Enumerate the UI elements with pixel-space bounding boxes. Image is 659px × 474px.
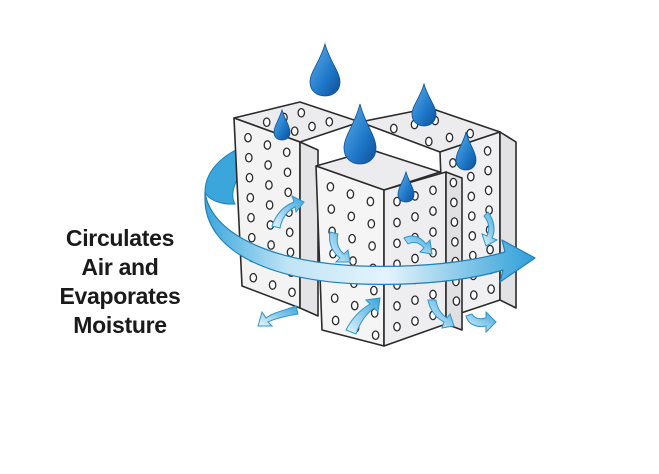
perforation-hole [483, 146, 492, 156]
perforation-hole [284, 187, 293, 198]
perforation-hole [245, 172, 254, 183]
perforation-hole [411, 253, 419, 264]
airflow-arrow-icon [403, 235, 433, 255]
perforation-hole [450, 217, 459, 227]
perforation-hole [445, 132, 454, 143]
perforation-hole [411, 316, 419, 326]
airflow-arrow-icon [271, 195, 305, 229]
perforation-hole [487, 284, 495, 294]
perforation-hole [265, 180, 273, 190]
perforation-hole [467, 211, 476, 221]
perforation-hole [346, 189, 355, 199]
perforation-hole [308, 121, 316, 132]
airflow-arrow-icon [481, 211, 499, 247]
perforation-hole [283, 167, 292, 178]
caption-line-4: Moisture [73, 312, 167, 338]
perforation-hole [449, 158, 457, 168]
perforation-hole [389, 123, 398, 134]
perforation-hole [327, 204, 336, 214]
perforation-hole [267, 240, 275, 250]
perforation-hole [286, 247, 295, 258]
perforation-hole [469, 290, 478, 300]
perforation-hole [285, 227, 294, 238]
perforation-hole [393, 321, 401, 332]
perforation-hole [264, 160, 272, 170]
perforation-hole [330, 293, 339, 304]
perforation-hole [331, 315, 340, 326]
perforation-hole [450, 197, 458, 208]
airflow-arrow-icon [427, 299, 455, 329]
perforation-hole [393, 301, 401, 311]
perforation-hole [411, 295, 419, 306]
perforation-hole [429, 289, 437, 300]
perforation-hole [244, 132, 252, 143]
perforation-hole [288, 287, 296, 298]
perforation-hole [262, 117, 271, 128]
perforation-hole [290, 126, 299, 137]
perforation-hole [349, 256, 357, 266]
perforation-hole [366, 196, 375, 207]
airflow-arrow-icon [465, 310, 497, 334]
perforation-hole [268, 280, 277, 290]
perforation-hole [263, 140, 272, 150]
perforation-hole [249, 272, 258, 283]
perforation-hole [484, 185, 493, 196]
perforation-hole [467, 191, 476, 202]
caption-line-2: Air and [81, 254, 159, 280]
perforation-hole [247, 232, 256, 243]
perforation-hole [246, 192, 255, 203]
water-drop-icon [411, 82, 437, 127]
water-drop-icon [309, 42, 341, 97]
perforation-hole [371, 330, 380, 341]
water-drop-icon [273, 108, 291, 141]
perforation-hole [244, 152, 253, 163]
perforation-hole [393, 196, 401, 207]
perforation-hole [451, 237, 459, 247]
perforation-hole [325, 116, 334, 127]
caption-line-1: Circulates [65, 225, 175, 251]
water-drop-icon [455, 131, 477, 171]
perforation-hole [370, 285, 378, 296]
perforation-hole [466, 128, 475, 139]
airflow-arrows [257, 195, 499, 335]
perforation-hole [368, 241, 376, 251]
perforation-hole [297, 107, 306, 118]
perforation-hole [429, 227, 437, 237]
perforation-hole [247, 212, 255, 223]
perforation-hole [466, 171, 475, 182]
perforation-hole [326, 181, 335, 192]
perforation-hole [393, 217, 401, 228]
caption: Circulates Air and Evaporates Moisture [40, 224, 200, 340]
perforation-hole [424, 136, 433, 147]
perforation-hole [429, 206, 437, 216]
circulation-arrow [204, 191, 536, 285]
water-drop-icon [343, 103, 377, 165]
perforation-hole [449, 177, 458, 188]
perforation-hole [348, 233, 356, 244]
perforation-hole [282, 147, 291, 158]
perforation-hole [393, 238, 401, 249]
water-drops [273, 42, 477, 203]
perforation-hole [484, 165, 492, 176]
airflow-arrow-icon [329, 231, 351, 263]
caption-line-3: Evaporates [59, 283, 181, 309]
perforation-hole [350, 300, 359, 311]
airflow-arrow-icon [257, 305, 299, 327]
perforation-hole [429, 185, 437, 196]
perforation-hole [411, 211, 419, 222]
perforation-hole [468, 231, 477, 241]
perforation-hole [486, 244, 494, 255]
perforation-hole [265, 200, 274, 210]
perforation-hole [452, 296, 461, 306]
airflow-arrow-icon [345, 297, 381, 335]
perforation-hole [367, 218, 376, 229]
perforation-hole [347, 211, 356, 222]
water-drop-icon [397, 170, 415, 203]
